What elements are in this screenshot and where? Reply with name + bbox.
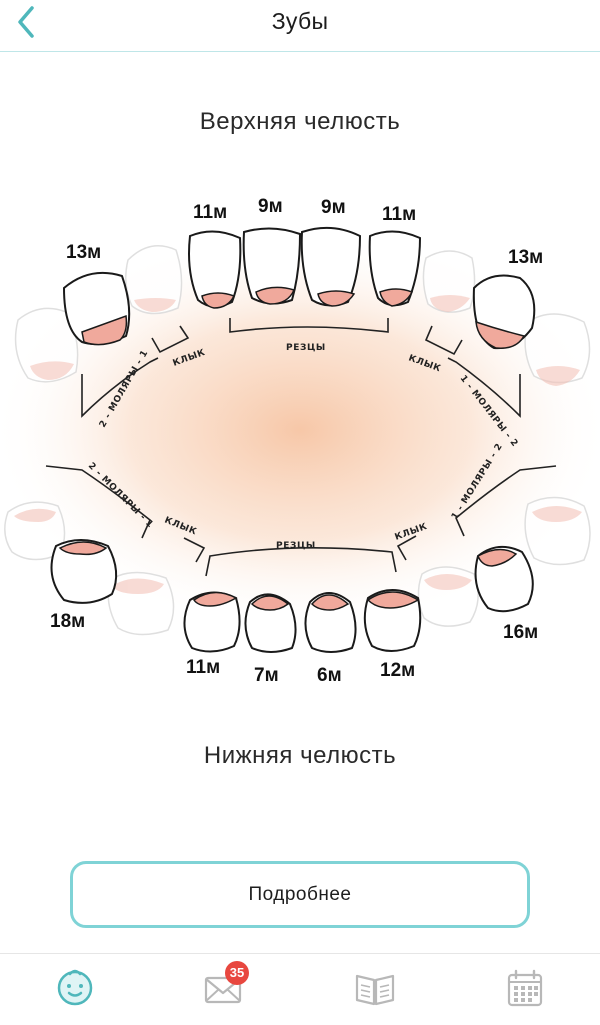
tooth-upper-lateral-incisor-right[interactable]	[188, 230, 242, 309]
tooth-lower-second-molar-right[interactable]	[50, 539, 118, 604]
tooth-upper-central-incisor-right[interactable]	[242, 227, 302, 305]
upper-teeth[interactable]	[62, 226, 536, 350]
lower-age-central-incisor-right: 7м	[254, 665, 279, 686]
baby-face-icon	[57, 969, 93, 1006]
tab-baby[interactable]	[50, 964, 100, 1010]
teeth-diagram: 2 - МОЛЯРЫ - 1 КЛЫК РЕЗЦЫ КЛЫК 1 - МОЛЯР…	[0, 196, 600, 686]
lower-age-second-molar-left: 16м	[503, 622, 538, 643]
tooth-upper-central-incisor-left[interactable]	[300, 226, 362, 307]
page-title: Зубы	[271, 8, 329, 34]
app-header: Зубы	[0, 0, 600, 52]
upper-age-second-molar-left: 13м	[508, 247, 543, 268]
more-details-button[interactable]: Подробнее	[70, 861, 530, 928]
tooth-upper-second-molar-left[interactable]	[472, 274, 536, 350]
upper-age-lateral-incisor-right: 11м	[193, 202, 227, 223]
tooth-lower-central-incisor-left[interactable]	[304, 592, 357, 653]
faded-gums	[14, 295, 582, 594]
tooth-lower-second-molar-left[interactable]	[474, 545, 534, 613]
tab-bar	[0, 953, 600, 1025]
tooth-upper-second-molar-right[interactable]	[62, 271, 131, 346]
lower-label-incisors: РЕЗЦЫ	[276, 541, 316, 551]
upper-jaw-title: Верхняя челюсть	[199, 108, 401, 135]
upper-age-second-molar-right: 13м	[66, 242, 101, 263]
lower-jaw-title: Нижняя челюсть	[203, 742, 397, 769]
tab-reading[interactable]	[350, 964, 400, 1010]
lower-age-second-molar-right: 18м	[50, 611, 85, 632]
lower-age-central-incisor-left: 6м	[317, 665, 342, 686]
group-brackets	[45, 318, 557, 577]
calendar-icon	[507, 969, 543, 1007]
upper-age-central-incisor-right: 9м	[258, 196, 283, 217]
upper-age-central-incisor-left: 9м	[321, 197, 346, 218]
back-button[interactable]	[8, 4, 48, 44]
book-icon	[355, 974, 395, 1006]
upper-age-lateral-incisor-left: 11м	[382, 204, 416, 225]
lower-age-lateral-incisor-left: 12м	[380, 660, 415, 681]
lower-age-lateral-incisor-right: 11м	[186, 657, 220, 678]
upper-label-incisors: РЕЗЦЫ	[286, 343, 326, 353]
chevron-left-icon	[18, 6, 34, 38]
messages-badge: 35	[225, 961, 249, 985]
tooth-lower-lateral-incisor-left[interactable]	[363, 589, 422, 652]
lower-teeth[interactable]	[50, 539, 534, 653]
tooth-lower-central-incisor-right[interactable]	[244, 593, 297, 653]
tooth-lower-lateral-incisor-right[interactable]	[183, 591, 241, 653]
tab-calendar[interactable]	[500, 964, 550, 1010]
tooth-upper-lateral-incisor-left[interactable]	[368, 230, 422, 307]
mouth-glow	[0, 230, 600, 630]
